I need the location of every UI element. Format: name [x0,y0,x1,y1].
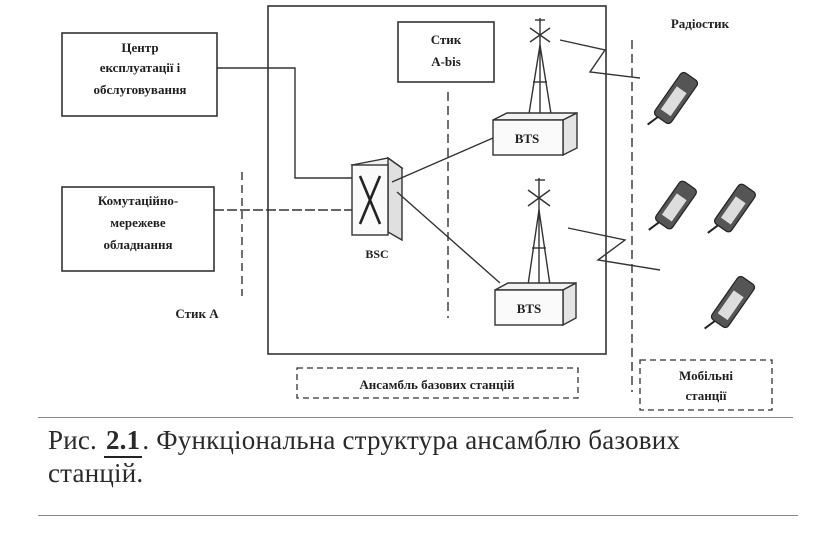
bottom-rule [38,515,798,516]
bsc-unit [350,156,404,242]
radio-interface-label: Радіостик [671,16,730,31]
bsc-label: BSC [365,247,388,261]
switching-label-1: Комутаційно- [98,193,178,208]
caption-text-1: . Функціональна структура ансамблю базов… [142,425,681,455]
mobile-label-1: Мобільні [679,368,733,383]
bss-label: Ансамбль базових станцій [359,377,515,392]
antenna-top [527,18,553,121]
omc-label-1: Центр [121,40,158,55]
bts-top-label: BTS [515,131,540,146]
omc-box [61,32,218,117]
bss-frame [267,5,607,355]
top-rule [38,417,793,418]
bts-top-box [492,111,578,157]
caption-figure-number: 2.1 [103,425,143,458]
abis-label-1: Стик [431,32,462,47]
abis-box [397,21,495,83]
bts-bottom-label: BTS [517,301,542,316]
bss-label-box [296,367,579,399]
antenna-bottom [527,178,551,286]
figure-caption: Рис. 2.1. Функціональна структура ансамб… [48,425,788,489]
mobile-phone-icon [707,183,756,234]
mobile-phone-icon [648,180,697,231]
switching-label-3: обладнання [103,237,172,252]
abis-label-2: A-bis [431,54,461,69]
link-bsc-bts-bottom [396,191,501,284]
caption-text-2: станцій. [48,458,144,488]
interface-a-label: Стик А [175,306,219,321]
omc-label-3: обслуговування [94,82,187,97]
switching-label-2: мережеве [110,215,166,230]
bss-diagram: Центр експлуатації і обслуговування Кому… [61,5,773,411]
omc-label-2: експлуатації і [100,60,181,75]
bts-bottom-box [494,281,577,327]
mobile-phone-icon [704,275,756,330]
switching-box [61,186,215,272]
caption-prefix: Рис. [48,425,97,455]
link-omc-bsc [217,67,352,179]
mobile-label-2: станції [685,388,726,403]
radio-link-bottom [567,227,661,271]
mobile-phone-icon [647,71,699,126]
radio-link-top [559,39,641,79]
mobile-label-box [639,359,773,411]
link-bsc-bts-top [391,137,494,183]
